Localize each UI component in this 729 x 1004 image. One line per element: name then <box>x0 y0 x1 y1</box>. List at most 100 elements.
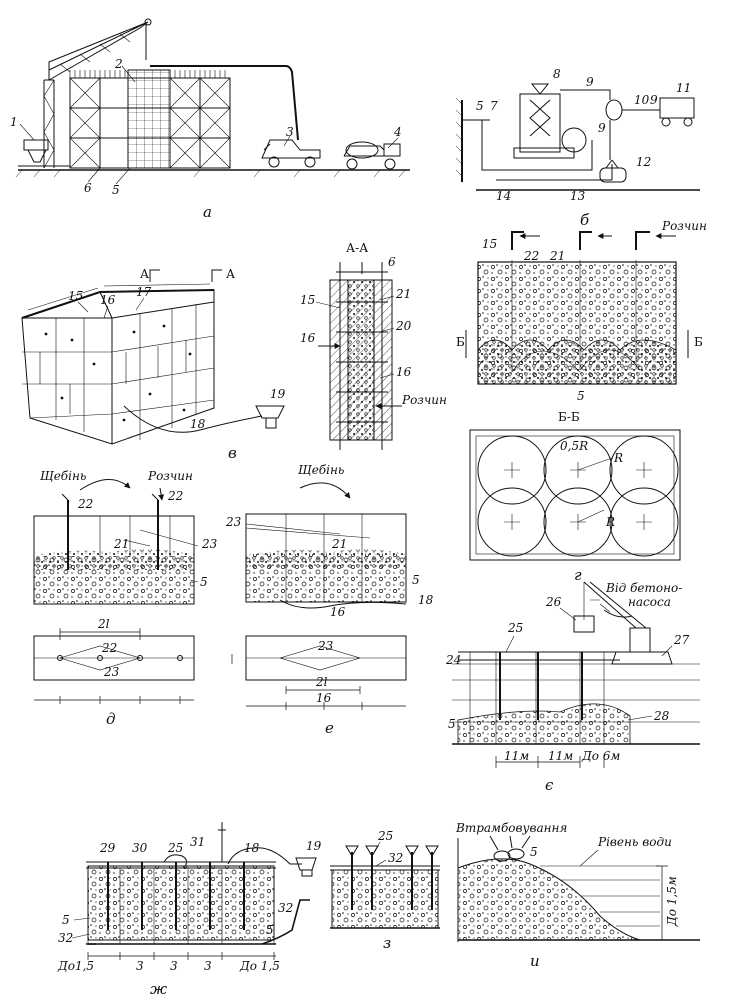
label-2: 2 <box>114 57 123 71</box>
label-aa-6: 6 <box>388 255 396 269</box>
caption-zh: ж <box>150 980 167 998</box>
label-ye-28: 28 <box>653 709 670 723</box>
label-b-9c: 9 <box>650 93 658 107</box>
label-e-16b: 16 <box>316 691 332 705</box>
label-i-5: 5 <box>530 845 538 859</box>
label-zh-3b: 3 <box>170 959 178 973</box>
label-d-22a: 22 <box>77 497 93 511</box>
label-v-17: 17 <box>136 285 152 299</box>
label-v-15: 15 <box>68 289 83 303</box>
label-zh-3a: 3 <box>136 959 144 973</box>
label-d-5: 5 <box>200 575 208 589</box>
label-d-2l: 2l <box>97 617 110 631</box>
panel-g: Б-Б 0,5R R R г <box>469 410 681 584</box>
panel-five: Розчин 15 22 21 5 Б Б <box>456 219 707 403</box>
label-ye-5: 5 <box>448 717 456 731</box>
caption-z: з <box>383 934 391 952</box>
panel-z: 25 32 з <box>330 829 440 952</box>
label-b-8: 8 <box>553 67 561 81</box>
label-b-14: 14 <box>496 189 511 203</box>
panel-i: Втрамбовування Рівень води 5 До 1,5м и <box>455 821 700 970</box>
label-11m-1: 11м <box>504 749 529 763</box>
label-zh-5: 5 <box>266 923 274 937</box>
caption-d: д <box>106 710 116 728</box>
label-1: 1 <box>10 115 18 129</box>
label-e-stone: Щебінь <box>298 463 344 477</box>
label-aa-21: 21 <box>395 287 411 301</box>
label-depth-15: До 1,5м <box>665 876 679 927</box>
section-bb-title: Б-Б <box>558 410 580 424</box>
label-zh-18: 18 <box>244 841 260 855</box>
label-half-r: 0,5R <box>560 439 588 453</box>
panel-b: 5 7 8 9 9 10 9 11 12 13 14 б <box>455 67 700 229</box>
label-zh-31: 31 <box>190 835 205 849</box>
label-five-5: 5 <box>577 389 585 403</box>
label-from-pump-2: насоса <box>628 595 671 609</box>
label-ye-24: 24 <box>445 653 461 667</box>
label-e-21: 21 <box>331 537 347 551</box>
label-zh-32b: 32 <box>58 931 73 945</box>
label-b-9b: 9 <box>598 121 606 135</box>
caption-i: и <box>530 952 540 970</box>
section-b-right: Б <box>694 335 703 349</box>
label-5: 5 <box>112 183 120 197</box>
section-a-left: А <box>140 267 149 281</box>
label-d-23b: 23 <box>103 665 120 679</box>
label-d-22c: 22 <box>101 641 117 655</box>
label-zh-left-15: До1,5 <box>57 959 94 973</box>
label-aa-20: 20 <box>395 319 412 333</box>
label-b-5: 5 <box>476 99 484 113</box>
label-ye-26: 26 <box>545 595 562 609</box>
caption-g: г <box>574 566 582 584</box>
label-aa-16b: 16 <box>396 365 412 379</box>
label-zh-30: 30 <box>132 841 148 855</box>
label-3: 3 <box>286 125 294 139</box>
label-v-19: 19 <box>270 387 286 401</box>
label-ramming: Втрамбовування <box>455 821 567 835</box>
label-b-7: 7 <box>490 99 498 113</box>
label-zh-3c: 3 <box>204 959 212 973</box>
label-v-16: 16 <box>100 293 116 307</box>
label-z-32: 32 <box>388 851 403 865</box>
label-aa-solution: Розчин <box>401 393 447 407</box>
label-r-1: R <box>613 451 623 465</box>
label-ye-25: 25 <box>507 621 523 635</box>
label-e-23: 23 <box>225 515 242 529</box>
label-aa-15: 15 <box>300 293 315 307</box>
label-e-18: 18 <box>418 593 434 607</box>
section-b-left: Б <box>456 335 465 349</box>
label-6: 6 <box>84 181 92 195</box>
label-d-21: 21 <box>113 537 129 551</box>
caption-v: в <box>228 444 237 462</box>
label-zh-19: 19 <box>306 839 322 853</box>
label-from-pump-1: Від бетоно- <box>605 581 682 595</box>
label-b-9a: 9 <box>586 75 594 89</box>
label-five-22: 22 <box>523 249 539 263</box>
label-water-level: Рівень води <box>597 835 672 849</box>
label-zh-32: 32 <box>278 901 293 915</box>
label-five-21: 21 <box>549 249 565 263</box>
label-e-2l: 2l <box>315 675 328 689</box>
label-b-10: 10 <box>634 93 650 107</box>
caption-b: б <box>580 211 590 229</box>
label-v-18: 18 <box>190 417 206 431</box>
label-b-11: 11 <box>676 81 691 95</box>
panel-a: 1 2 3 4 5 6 а <box>10 18 410 221</box>
label-five-15: 15 <box>482 237 497 251</box>
panel-ye: Від бетоно- насоса 26 27 25 24 5 28 11м … <box>445 581 700 794</box>
label-solution-top: Розчин <box>661 219 707 233</box>
label-r-2: R <box>605 515 615 529</box>
label-b-13: 13 <box>570 189 586 203</box>
panel-d: Щебінь Розчин 22 22 21 23 5 2l 22 23 д <box>33 469 218 728</box>
label-d-22b: 22 <box>167 489 183 503</box>
label-zh-25: 25 <box>167 841 183 855</box>
label-zh-5b: 5 <box>62 913 70 927</box>
label-aa-16a: 16 <box>300 331 316 345</box>
label-d-23: 23 <box>201 537 218 551</box>
section-aa-title: А-А <box>346 241 368 255</box>
label-e-16: 16 <box>330 605 346 619</box>
label-z-25: 25 <box>377 829 393 843</box>
panel-v: А А 15 16 17 18 19 в <box>21 267 286 462</box>
panel-e: Щебінь 23 21 5 18 16 23 2l 16 е <box>225 463 434 737</box>
